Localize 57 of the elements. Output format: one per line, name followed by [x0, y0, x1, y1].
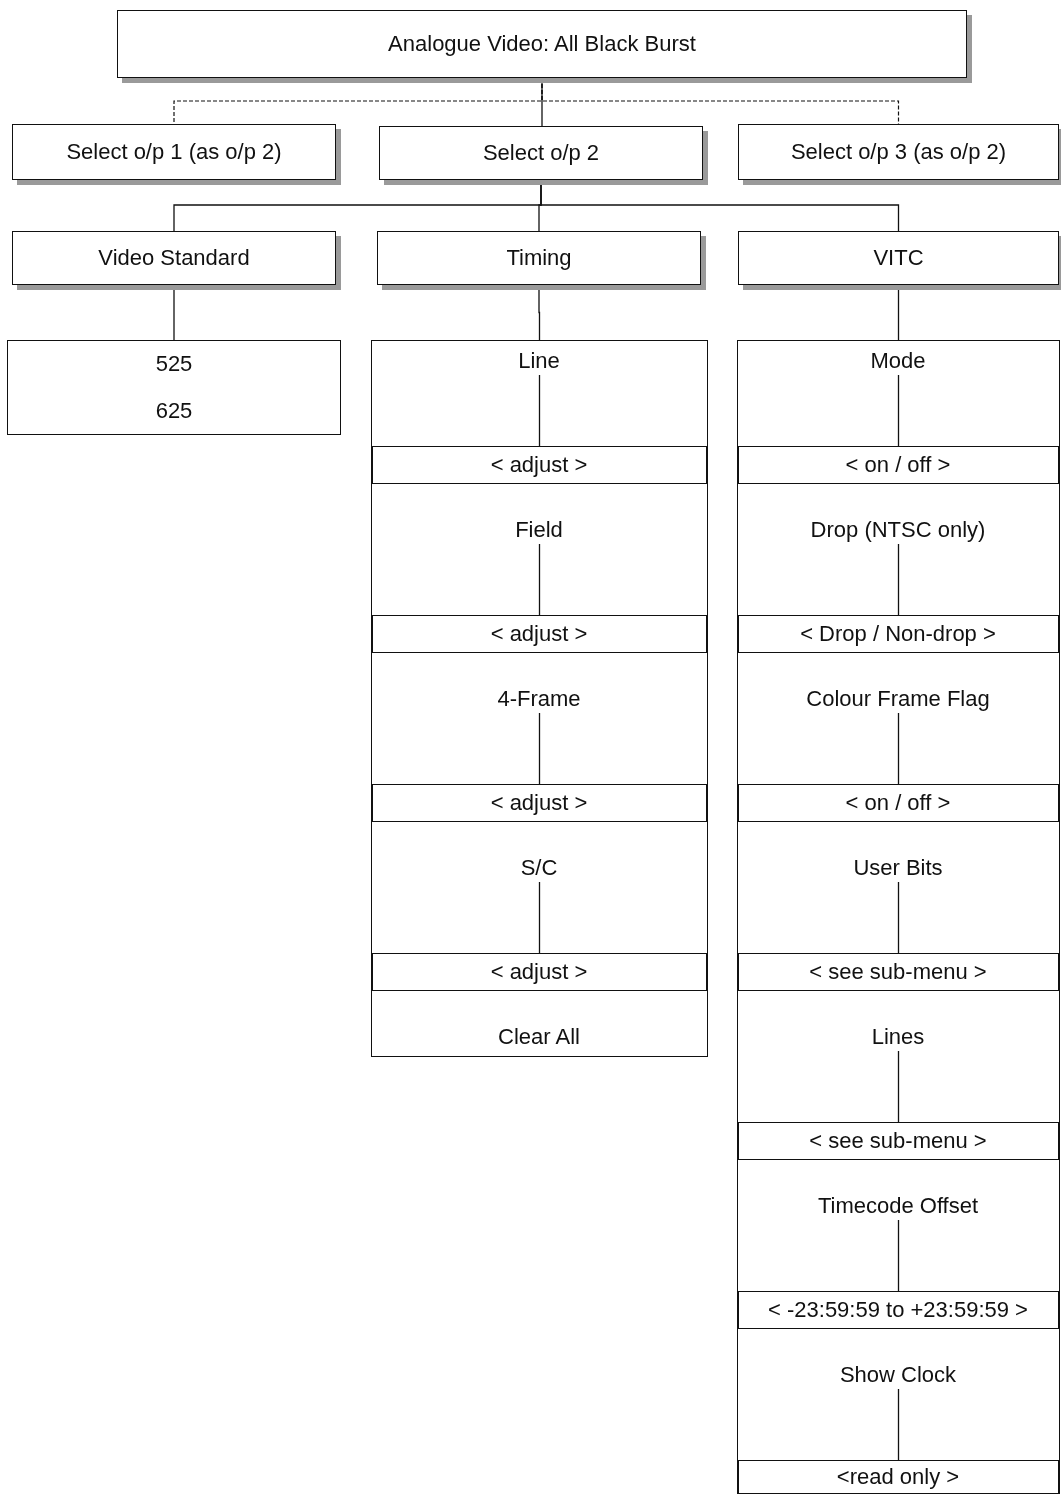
connector-line	[538, 374, 541, 447]
value-label: < on / off >	[845, 789, 951, 816]
connector-line	[538, 881, 541, 954]
value-label: < see sub-menu >	[809, 1127, 987, 1154]
value-box	[371, 783, 707, 822]
menu-label: User Bits	[756, 853, 1040, 882]
value-box	[737, 445, 1059, 484]
value-label: < Drop / Non-drop >	[800, 620, 996, 647]
menu-label: Clear All	[390, 1022, 688, 1051]
connector-line	[897, 1219, 900, 1292]
value-label: < -23:59:59 to +23:59:59 >	[768, 1296, 1028, 1323]
value-box	[737, 1121, 1059, 1160]
menu-label: Select o/p 1 (as o/p 2)	[66, 139, 282, 165]
value-box	[371, 952, 707, 991]
option-label: 625	[155, 397, 193, 424]
value-label: <read only >	[836, 1463, 960, 1490]
connector-line	[897, 1388, 900, 1461]
menu-label: Show Clock	[756, 1360, 1040, 1389]
value-box	[737, 1459, 1059, 1494]
connector-line	[897, 1050, 900, 1123]
value-box	[737, 614, 1059, 653]
connector-line	[897, 374, 900, 447]
menu-label: Lines	[756, 1022, 1040, 1051]
menu-label: Field	[390, 515, 688, 544]
value-label: < adjust >	[490, 620, 588, 647]
menu-label: VITC	[873, 245, 924, 271]
connector-line	[897, 543, 900, 616]
menu-label: Drop (NTSC only)	[756, 515, 1040, 544]
value-label: < adjust >	[490, 958, 588, 985]
menu-panel	[737, 340, 1060, 1494]
connector-line	[538, 543, 541, 616]
value-label: < adjust >	[490, 789, 588, 816]
menu-label: Mode	[756, 346, 1040, 375]
menu-label: Colour Frame Flag	[756, 684, 1040, 713]
connector-line	[897, 712, 900, 785]
value-label: < on / off >	[845, 451, 951, 478]
connector-line	[897, 881, 900, 954]
option-list-box	[7, 340, 341, 435]
menu-label: Select o/p 3 (as o/p 2)	[790, 139, 1007, 165]
value-box	[371, 445, 707, 484]
menu-label: Line	[390, 346, 688, 375]
menu-label: S/C	[390, 853, 688, 882]
menu-label: Timing	[506, 245, 572, 271]
value-label: < adjust >	[490, 451, 588, 478]
value-box	[371, 614, 707, 653]
value-label: < see sub-menu >	[809, 958, 987, 985]
menu-label: 4-Frame	[390, 684, 688, 713]
menu-label: Video Standard	[98, 245, 250, 271]
value-box	[737, 783, 1059, 822]
menu-panel	[371, 340, 708, 1057]
menu-label: Analogue Video: All Black Burst	[388, 31, 696, 57]
value-box	[737, 1290, 1059, 1329]
option-label: 525	[155, 351, 193, 378]
value-box	[737, 952, 1059, 991]
menu-label: Select o/p 2	[482, 140, 600, 166]
menu-label: Timecode Offset	[756, 1191, 1040, 1220]
connector-line	[538, 712, 541, 785]
